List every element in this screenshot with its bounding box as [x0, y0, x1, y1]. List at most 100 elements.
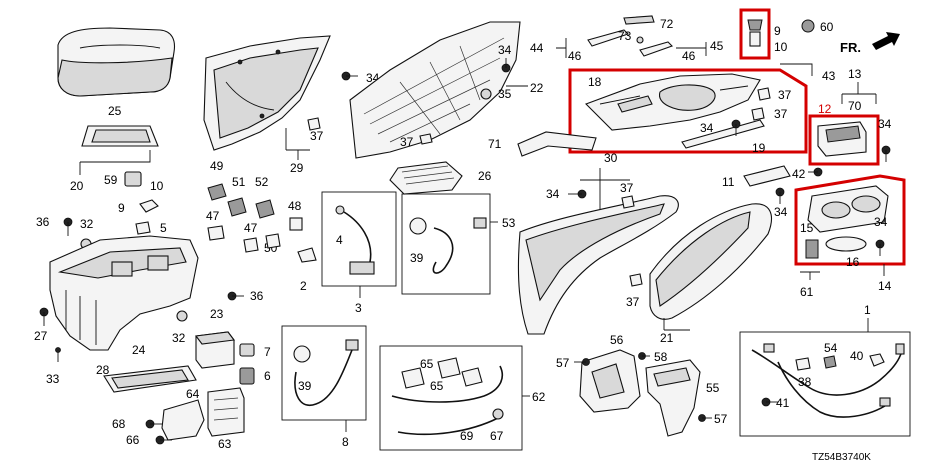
bolt-66[interactable] — [155, 435, 172, 445]
bolt-34-c[interactable] — [731, 119, 741, 136]
callout-34g: 34 — [546, 187, 560, 201]
callout-55: 55 — [706, 381, 720, 395]
mat-15[interactable] — [805, 239, 819, 259]
bolt-27[interactable] — [39, 307, 49, 326]
clip-37-e[interactable] — [621, 195, 635, 209]
side-panel-29[interactable] — [203, 35, 331, 151]
callout-9b: 9 — [774, 24, 781, 38]
console-base-bracket[interactable] — [49, 235, 199, 351]
callout-5: 5 — [160, 221, 167, 235]
bolt-41[interactable] — [761, 397, 778, 407]
switch-48[interactable] — [289, 217, 303, 231]
callout-59: 59 — [104, 173, 118, 187]
trim-clip-73[interactable] — [636, 36, 644, 44]
bolt-34-f[interactable] — [875, 239, 885, 256]
cup-holder-14[interactable] — [807, 185, 889, 233]
clip-40[interactable] — [869, 353, 885, 367]
bolt-36-mid[interactable] — [227, 291, 244, 301]
center-panel-18[interactable] — [585, 73, 761, 131]
callout-32a: 32 — [80, 217, 94, 231]
clip-2[interactable] — [297, 247, 317, 263]
callout-72: 72 — [660, 17, 674, 31]
tray-mat-24[interactable] — [103, 365, 197, 393]
clip-54[interactable] — [823, 355, 837, 369]
trim-strip-71[interactable] — [517, 131, 597, 157]
bolt-57-b[interactable] — [698, 414, 713, 422]
switch-47a[interactable] — [207, 225, 225, 241]
callout-65a: 65 — [420, 357, 434, 371]
callout-37c: 37 — [778, 88, 792, 102]
module-6[interactable] — [239, 367, 255, 385]
callout-24: 24 — [132, 343, 146, 357]
bolt-33[interactable] — [55, 347, 61, 363]
clip-9[interactable] — [139, 199, 159, 213]
bolt-34-a[interactable] — [341, 71, 358, 81]
callout-4: 4 — [336, 233, 343, 247]
storage-box-23[interactable] — [194, 331, 236, 369]
bracket-55[interactable] — [645, 359, 701, 437]
side-panel-22[interactable] — [349, 21, 521, 159]
trim-clip-72[interactable] — [623, 15, 655, 25]
bolt-34-d[interactable] — [881, 145, 891, 162]
wire-harness-1[interactable] — [751, 343, 905, 418]
callout-51: 51 — [232, 175, 246, 189]
sensor-39-b[interactable] — [293, 339, 359, 407]
bolt-36-left[interactable] — [63, 217, 73, 236]
cap-60[interactable] — [801, 19, 815, 33]
switch-49[interactable] — [207, 183, 227, 201]
clip-35[interactable] — [480, 88, 492, 100]
trim-strip-44[interactable] — [587, 29, 630, 47]
washer-32-mid[interactable] — [176, 310, 188, 322]
callout-47b: 47 — [244, 221, 258, 235]
bolt-42[interactable] — [808, 167, 823, 177]
bolt-34-b[interactable] — [501, 58, 511, 73]
ring-16[interactable] — [825, 236, 867, 252]
armrest-lid-assembly[interactable] — [57, 27, 176, 97]
callout-63: 63 — [218, 437, 232, 451]
armrest-pad[interactable] — [81, 125, 159, 147]
tray-26[interactable] — [389, 161, 463, 195]
callout-39a: 39 — [410, 251, 424, 265]
callout-33: 33 — [46, 372, 60, 386]
bolt-68[interactable] — [145, 419, 162, 429]
callout-2: 2 — [300, 279, 307, 293]
grommet-67[interactable] — [492, 408, 504, 420]
console-side-cover-30[interactable] — [517, 195, 679, 335]
console-side-panel-21[interactable] — [649, 203, 772, 320]
bolt-34-g[interactable] — [568, 189, 587, 199]
front-direction-label: FR. — [840, 40, 861, 55]
trim-strip-45[interactable] — [639, 41, 674, 57]
control-unit-63[interactable] — [207, 387, 245, 437]
sensor-39[interactable] — [409, 217, 487, 274]
harness-4[interactable] — [335, 205, 375, 275]
switch-47b[interactable] — [243, 237, 259, 253]
clip-9-10[interactable] — [747, 19, 763, 47]
clip-37-b[interactable] — [419, 133, 433, 145]
callout-54: 54 — [824, 341, 838, 355]
harness-62[interactable] — [391, 357, 504, 436]
clip-5[interactable] — [135, 221, 151, 235]
callout-39b: 39 — [298, 379, 312, 393]
switch-50[interactable] — [265, 233, 281, 249]
callout-10a: 10 — [150, 179, 164, 193]
switch-52[interactable] — [255, 199, 275, 219]
bracket-64[interactable] — [161, 399, 205, 441]
connector-7[interactable] — [239, 343, 255, 357]
callout-34e: 34 — [774, 205, 788, 219]
clip-37-a[interactable] — [307, 117, 321, 131]
bolt-57-a[interactable] — [574, 358, 590, 366]
bolt-34-e[interactable] — [775, 187, 785, 204]
switch-51[interactable] — [227, 197, 247, 217]
switch-59[interactable] — [124, 171, 142, 187]
clip-37-f[interactable] — [629, 273, 643, 287]
clip-37-c[interactable] — [757, 87, 771, 101]
callout-8: 8 — [342, 435, 349, 449]
trim-piece-11[interactable] — [743, 165, 791, 187]
bracket-56[interactable] — [579, 349, 641, 413]
clip-37-d[interactable] — [751, 107, 765, 121]
callout-32b: 32 — [172, 331, 186, 345]
clip-38[interactable] — [795, 357, 811, 371]
switch-panel-12[interactable] — [817, 121, 867, 157]
callout-34c: 34 — [700, 121, 714, 135]
bolt-58[interactable] — [638, 352, 651, 360]
